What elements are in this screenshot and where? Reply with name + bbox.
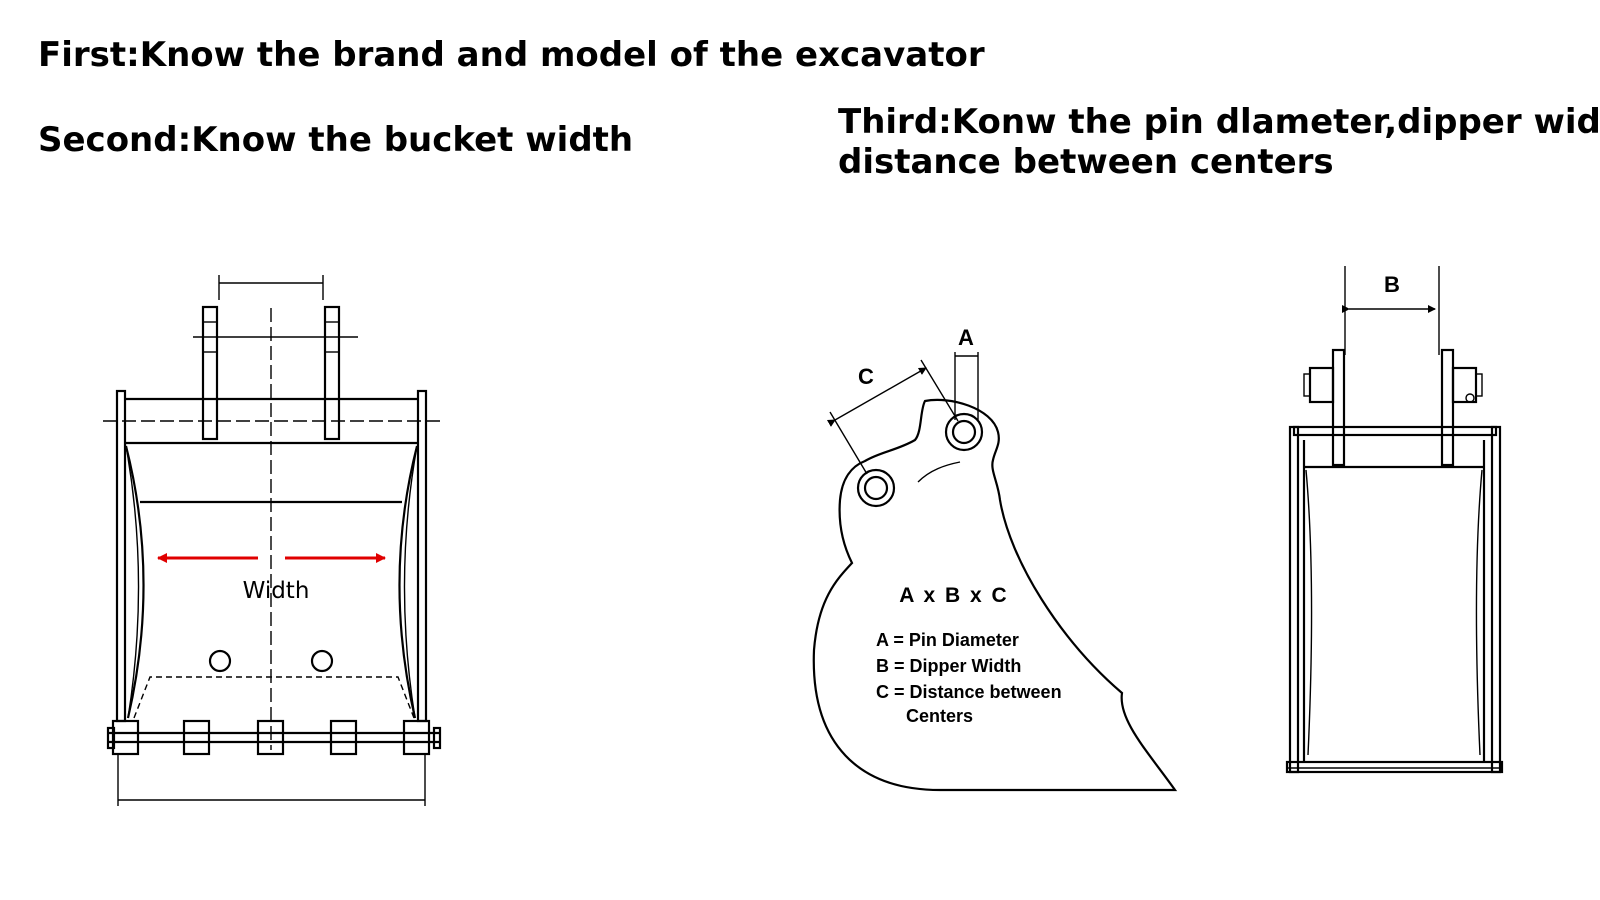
heading-third: Third:Konw the pin dlameter,dipper width… — [838, 102, 1600, 182]
heading-third-line2: distance between centers — [838, 142, 1334, 182]
bucket-side-diagram — [812, 352, 1178, 792]
legend-c-cont: Centers — [906, 706, 973, 726]
label-a: A — [958, 325, 974, 350]
label-b: B — [1384, 272, 1400, 297]
legend-b: B = Dipper Width — [876, 656, 1021, 676]
heading-second: Second:Know the bucket width — [38, 120, 634, 160]
bucket-front-diagram — [103, 275, 442, 806]
label-c: C — [858, 364, 874, 389]
legend-a: A = Pin Diameter — [876, 630, 1019, 650]
legend-c: C = Distance between — [876, 682, 1062, 702]
formula-text: A x B x C — [899, 584, 1008, 607]
heading-first: First:Know the brand and model of the ex… — [38, 35, 985, 75]
width-label: Width — [243, 578, 310, 604]
heading-third-line1: Third:Konw the pin dlameter,dipper width… — [838, 102, 1600, 142]
bucket-rear-diagram — [1285, 266, 1504, 774]
